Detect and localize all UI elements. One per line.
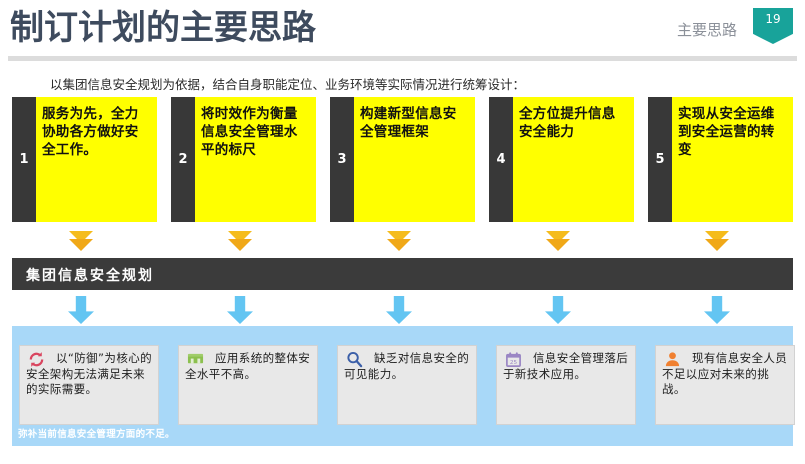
- down-arrow-icon: [68, 296, 94, 324]
- principle-number: 3: [330, 97, 354, 222]
- person-icon: [663, 351, 682, 368]
- principle-number: 1: [12, 97, 36, 222]
- up-arrow-icon: [228, 231, 252, 253]
- issue-card[interactable]: 以“防御”为核心的安全架构无法满足未来的实际需要。: [19, 345, 159, 425]
- header-divider: [8, 56, 797, 61]
- issue-text: 信息安全管理落后于新技术应用。: [503, 351, 629, 381]
- refresh-cycle-icon: [27, 351, 46, 368]
- store-icon: [186, 351, 205, 368]
- issue-card[interactable]: 25 信息安全管理落后于新技术应用。: [496, 345, 636, 425]
- page-title: 制订计划的主要思路: [10, 8, 316, 48]
- principle-card-list: 1 服务为先，全力协助各方做好安全工作。 2 将时效作为衡量信息安全管理水平的标…: [12, 97, 793, 222]
- panel-footnote: 弥补当前信息安全管理方面的不足。: [18, 429, 175, 440]
- principle-number: 4: [489, 97, 513, 222]
- plan-bar-label: 集团信息安全规划: [26, 268, 154, 284]
- issue-card[interactable]: 现有信息安全人员不足以应对未来的挑战。: [655, 345, 795, 425]
- issue-text: 应用系统的整体安全水平不高。: [185, 351, 311, 381]
- up-arrow-icon: [546, 231, 570, 253]
- down-arrow-icon: [704, 296, 730, 324]
- principle-text: 将时效作为衡量信息安全管理水平的标尺: [201, 106, 298, 158]
- principle-text: 全方位提升信息安全能力: [519, 106, 616, 140]
- principle-number: 2: [171, 97, 195, 222]
- issues-panel: 以“防御”为核心的安全架构无法满足未来的实际需要。 应用系统的整体安全水平不高。…: [12, 326, 795, 446]
- page-number-text: 19: [765, 12, 781, 26]
- principle-card[interactable]: 1 服务为先，全力协助各方做好安全工作。: [12, 97, 157, 222]
- principle-text: 构建新型信息安全管理框架: [360, 106, 457, 140]
- issue-text: 现有信息安全人员不足以应对未来的挑战。: [662, 351, 788, 396]
- down-arrow-icon: [545, 296, 571, 324]
- principle-text: 实现从安全运维到安全运营的转变: [678, 106, 775, 158]
- up-arrow-icon: [705, 231, 729, 253]
- slide-header: 制订计划的主要思路 主要思路 19: [0, 0, 805, 62]
- down-arrow-icon: [386, 296, 412, 324]
- magnifier-icon: [345, 351, 364, 368]
- principle-number: 5: [648, 97, 672, 222]
- header-section-label: 主要思路: [676, 21, 737, 39]
- page-number-badge: 19: [753, 8, 793, 44]
- principle-card[interactable]: 2 将时效作为衡量信息安全管理水平的标尺: [171, 97, 316, 222]
- issue-text: 以“防御”为核心的安全架构无法满足未来的实际需要。: [26, 351, 153, 396]
- down-arrow-icon: [227, 296, 253, 324]
- svg-text:25: 25: [510, 360, 518, 366]
- issue-text: 缺乏对信息安全的可见能力。: [344, 351, 470, 381]
- calendar-icon: 25: [504, 351, 523, 368]
- principle-card[interactable]: 4 全方位提升信息安全能力: [489, 97, 634, 222]
- up-arrow-icon: [69, 231, 93, 253]
- up-arrow-icon: [387, 231, 411, 253]
- principle-text: 服务为先，全力协助各方做好安全工作。: [42, 106, 139, 158]
- principle-card[interactable]: 5 实现从安全运维到安全运营的转变: [648, 97, 793, 222]
- subtitle-text: 以集团信息安全规划为依据，结合自身职能定位、业务环境等实际情况进行统筹设计：: [50, 77, 526, 92]
- plan-bar: 集团信息安全规划: [12, 258, 793, 290]
- issue-card[interactable]: 应用系统的整体安全水平不高。: [178, 345, 318, 425]
- issue-card[interactable]: 缺乏对信息安全的可见能力。: [337, 345, 477, 425]
- principle-card[interactable]: 3 构建新型信息安全管理框架: [330, 97, 475, 222]
